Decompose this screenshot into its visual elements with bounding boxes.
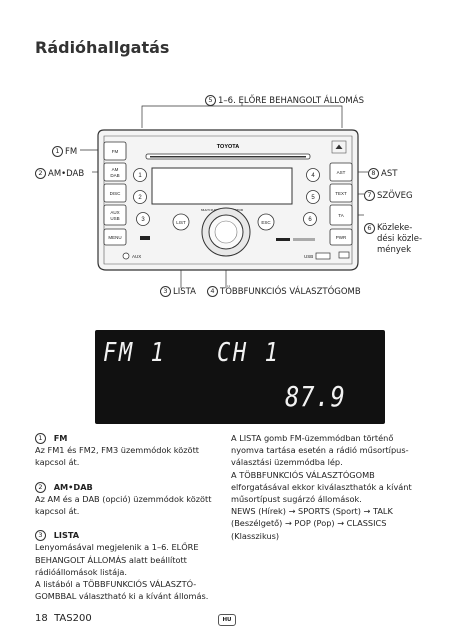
am-dab-button[interactable]	[103, 162, 127, 182]
item-title: AM•DAB	[53, 481, 93, 492]
preset-3-button[interactable]	[136, 212, 150, 226]
text-button[interactable]	[329, 183, 353, 203]
display-channel: CH 1	[217, 338, 281, 368]
pwr-button[interactable]	[329, 228, 353, 246]
svg-text:DISC: DISC	[110, 191, 122, 196]
svg-text:LIST: LIST	[176, 220, 186, 225]
page-number: 18	[35, 613, 48, 624]
callout-number: 4	[207, 286, 218, 297]
svg-text:AST: AST	[337, 170, 346, 175]
callout-number: 2	[35, 168, 46, 179]
callout-number: 8	[368, 168, 379, 179]
radio-display: FM 1 CH 1 87.9	[95, 330, 385, 424]
callout-text: SZÖVEG	[377, 191, 413, 201]
left-column: 1 FM Az FM1 és FM2, FM3 üzemmódok között…	[35, 432, 215, 602]
svg-text:TA: TA	[338, 213, 343, 218]
brand-logo: TOYOTA	[217, 144, 239, 150]
callout-text: LISTA	[173, 287, 196, 297]
callout-text: TÖBBFUNKCIÓS VÁLASZTÓGOMB	[220, 287, 361, 297]
svg-text:USB: USB	[304, 254, 313, 259]
svg-text:AUX: AUX	[132, 254, 141, 259]
callout-text: 1–6. ELŐRE BEHANGOLT ÁLLOMÁS	[218, 96, 364, 106]
svg-text:FM: FM	[112, 149, 119, 154]
item-number: 3	[35, 530, 46, 542]
item-body: Lenyomásával megjelenik a 1–6. ELŐRE BEH…	[35, 542, 209, 602]
callout-number: 1	[52, 146, 63, 157]
ta-button[interactable]	[329, 204, 353, 226]
callout-number: 7	[364, 190, 375, 201]
item-title: LISTA	[53, 530, 80, 541]
preset-6-button[interactable]	[303, 212, 317, 226]
svg-text:2: 2	[138, 195, 142, 201]
callout-number: 6	[364, 223, 375, 234]
preset-4-button[interactable]	[306, 168, 320, 182]
svg-text:MENU: MENU	[108, 235, 121, 240]
item-body: Az AM és a DAB (opció) üzemmódok között …	[35, 493, 212, 517]
svg-text:PWR: PWR	[336, 235, 347, 240]
display-frequency: 87.9	[285, 380, 346, 413]
callout-text: AST	[381, 169, 398, 179]
esc-button[interactable]	[257, 213, 275, 231]
disc-button[interactable]	[103, 183, 127, 203]
svg-text:3: 3	[141, 217, 145, 223]
callout-text: AM•DAB	[48, 169, 85, 179]
page-title: Rádióhallgatás	[35, 38, 170, 57]
svg-text:AM: AM	[112, 167, 119, 172]
multi-function-knob[interactable]	[201, 207, 251, 257]
svg-text:4: 4	[311, 173, 315, 179]
aux-usb-button[interactable]	[103, 204, 127, 226]
svg-text:TEXT: TEXT	[335, 191, 347, 196]
svg-text:DAB: DAB	[110, 173, 119, 178]
preset-2-button[interactable]	[133, 190, 147, 204]
svg-text:ESC: ESC	[261, 220, 271, 225]
item-number: 1	[35, 433, 46, 444]
svg-text:1: 1	[138, 173, 142, 179]
preset-5-button[interactable]	[306, 190, 320, 204]
callout-number: 5	[205, 95, 216, 106]
model-name: TAS200	[54, 613, 92, 624]
list-button[interactable]	[172, 213, 190, 231]
radio-unit-diagram: TOYOTA MULTI FUNCTION SELECTOR FM AM DAB…	[80, 103, 368, 288]
page-footer: 18 TAS200	[35, 613, 92, 624]
ast-button[interactable]	[329, 162, 353, 182]
fm-button[interactable]	[103, 141, 127, 161]
callout-number: 3	[160, 286, 171, 297]
svg-text:USB: USB	[110, 216, 119, 221]
svg-text:5: 5	[311, 195, 315, 201]
svg-text:AUX: AUX	[110, 210, 119, 215]
usb-port[interactable]	[315, 252, 331, 260]
aux-port[interactable]	[122, 252, 130, 260]
callout-text: FM	[65, 147, 78, 157]
menu-button[interactable]	[103, 228, 127, 246]
right-column: A LISTA gomb FM-üzemmódban történő nyomv…	[231, 433, 412, 541]
callout-text: Közleke- dési közle- mények	[377, 223, 423, 255]
eject-icon[interactable]	[331, 140, 347, 154]
language-badge: HU	[218, 614, 236, 626]
preset-1-button[interactable]	[133, 168, 147, 182]
item-number: 2	[35, 481, 46, 493]
item-title: FM	[53, 433, 68, 443]
display-band: FM 1	[103, 338, 167, 368]
item-body: Az FM1 és FM2, FM3 üzemmódok között kapc…	[35, 445, 199, 468]
svg-text:6: 6	[308, 217, 312, 223]
